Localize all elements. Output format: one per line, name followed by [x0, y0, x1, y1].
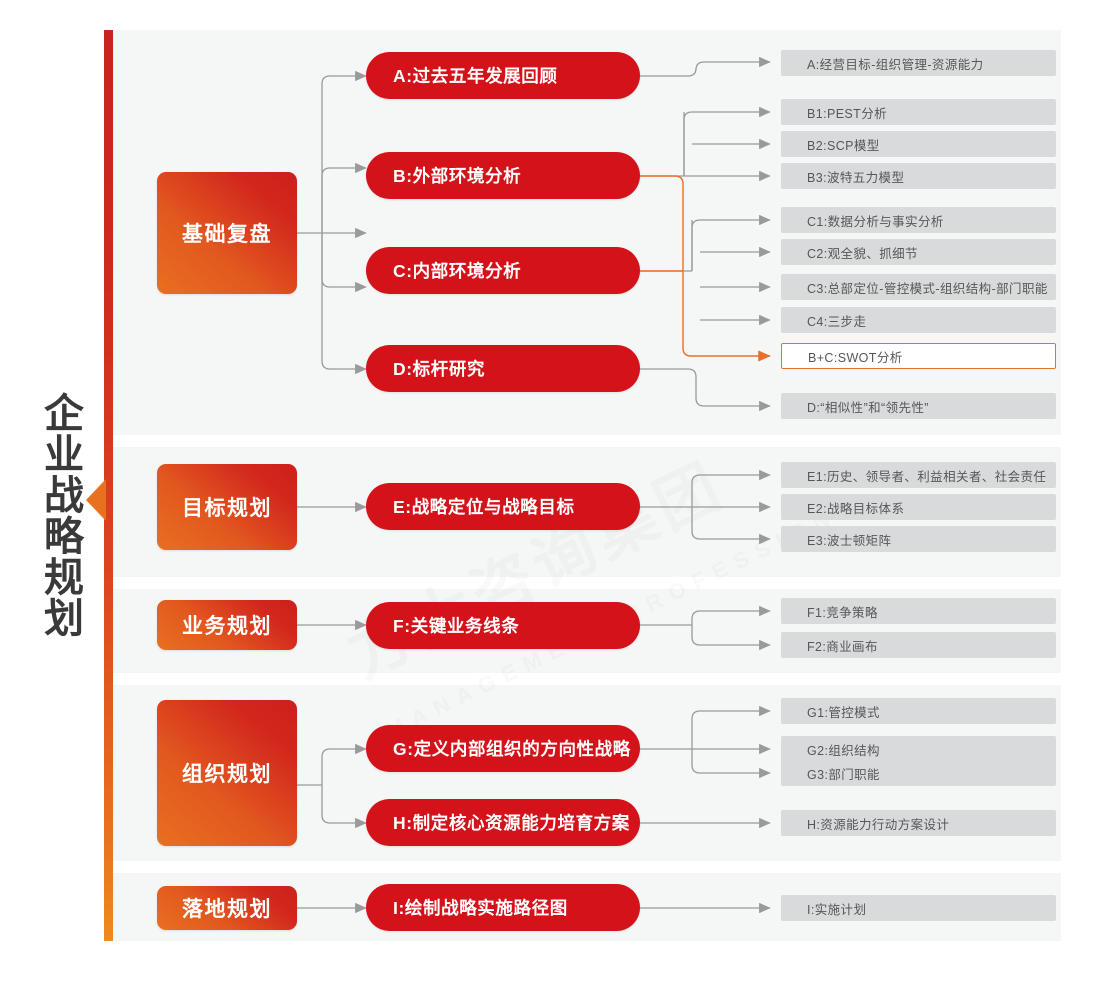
stage-box-org[interactable]: 组织规划	[157, 700, 297, 846]
node-b[interactable]: B:外部环境分析	[366, 152, 640, 199]
leaf-b2[interactable]: B2:SCP模型	[781, 131, 1056, 157]
node-h[interactable]: H:制定核心资源能力培育方案	[366, 799, 640, 846]
stage-box-goal[interactable]: 目标规划	[157, 464, 297, 550]
left-accent-bar	[104, 30, 113, 941]
node-d[interactable]: D:标杆研究	[366, 345, 640, 392]
leaf-g2[interactable]: G2:组织结构	[781, 736, 1056, 762]
leaf-g1[interactable]: G1:管控模式	[781, 698, 1056, 724]
leaf-c1[interactable]: C1:数据分析与事实分析	[781, 207, 1056, 233]
leaf-bc-swot[interactable]: B+C:SWOT分析	[781, 343, 1056, 369]
leaf-g3[interactable]: G3:部门职能	[781, 760, 1056, 786]
page-title: 企业战略规划	[38, 392, 82, 638]
node-a[interactable]: A:过去五年发展回顾	[366, 52, 640, 99]
leaf-i[interactable]: I:实施计划	[781, 895, 1056, 921]
leaf-h[interactable]: H:资源能力行动方案设计	[781, 810, 1056, 836]
stage-pointer-icon	[86, 479, 106, 521]
node-c[interactable]: C:内部环境分析	[366, 247, 640, 294]
leaf-e1[interactable]: E1:历史、领导者、利益相关者、社会责任	[781, 462, 1056, 488]
node-f[interactable]: F:关键业务线条	[366, 602, 640, 649]
leaf-c2[interactable]: C2:观全貌、抓细节	[781, 239, 1056, 265]
leaf-e2[interactable]: E2:战略目标体系	[781, 494, 1056, 520]
node-e[interactable]: E:战略定位与战略目标	[366, 483, 640, 530]
leaf-f1[interactable]: F1:竞争策略	[781, 598, 1056, 624]
stage-box-business[interactable]: 业务规划	[157, 600, 297, 650]
stage-box-foundation[interactable]: 基础复盘	[157, 172, 297, 294]
node-i[interactable]: I:绘制战略实施路径图	[366, 884, 640, 931]
leaf-b3[interactable]: B3:波特五力模型	[781, 163, 1056, 189]
leaf-c3[interactable]: C3:总部定位-管控模式-组织结构-部门职能	[781, 274, 1056, 300]
leaf-e3[interactable]: E3:波士顿矩阵	[781, 526, 1056, 552]
leaf-c4[interactable]: C4:三步走	[781, 307, 1056, 333]
leaf-d[interactable]: D:“相似性”和“领先性”	[781, 393, 1056, 419]
node-g[interactable]: G:定义内部组织的方向性战略	[366, 725, 640, 772]
leaf-b1[interactable]: B1:PEST分析	[781, 99, 1056, 125]
stage-box-execution[interactable]: 落地规划	[157, 886, 297, 930]
leaf-f2[interactable]: F2:商业画布	[781, 632, 1056, 658]
leaf-a[interactable]: A:经营目标-组织管理-资源能力	[781, 50, 1056, 76]
